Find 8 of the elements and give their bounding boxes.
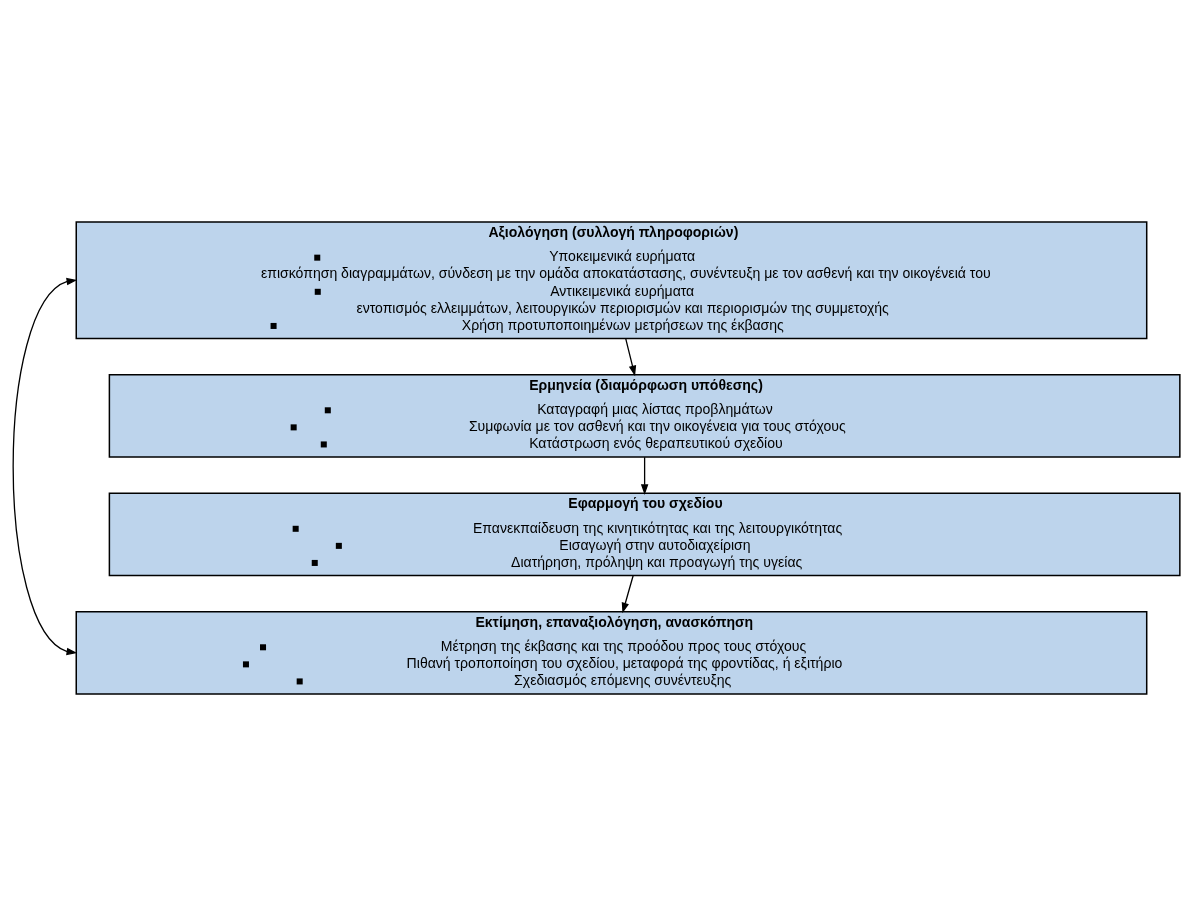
node-box: Ερμηνεία (διαμόρφωση υπόθεσης) Καταγραφή μιας λίστας προβλημάτων Συμφωνία με τον ασθενή και την οικογένεια για τους στόχους Κατάστρωση ενός θεραπευτικού σχεδίου: [108, 373, 1181, 458]
node-box: Εφαρμογή του σχεδίου Επανεκπαίδευση της κινητικότητας και της λειτουργικότητας Εισαγωγή στην αυτοδιαχείριση Διατήρηση, πρόληψη και προαγωγή της υγείας: [108, 492, 1181, 577]
arrow: [625, 338, 637, 377]
arrow: [640, 456, 649, 495]
arrow: [12, 277, 78, 656]
arrow: [621, 575, 634, 614]
node-box: Αξιολόγηση (συλλογή πληροφοριών) Υποκειμενικά ευρήματα επισκόπηση διαγραμμάτων, σύνδεση με την ομάδα αποκατάστασης, συνέντευξη με τον ασθενή και την οικογένειά του Αντικειμενικά ευρήματα εντοπισμός ελλειμμάτων, λειτουργικών περιορισμών και περιορισμών της συμμετοχής Χρήση προτυποποιημένων μετρήσεων της έκβασης: [75, 221, 1148, 340]
node-box: Εκτίμηση, επαναξιολόγηση, ανασκόπηση Μέτρηση της έκβασης και της προόδου προς τους στόχους Πιθανή τροποποίηση του σχεδίου, μεταφορά της φροντίδας, ή εξιτήριο Σχεδιασμός επόμενης συνέντευξης: [75, 610, 1148, 695]
